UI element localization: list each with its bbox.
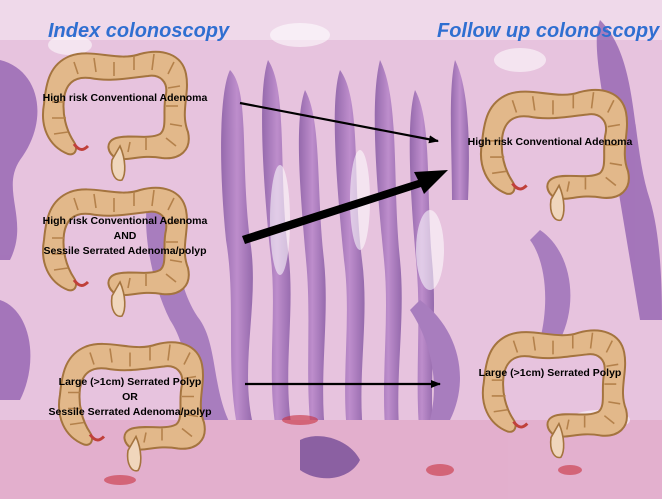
arrow-hra-to-hra — [240, 103, 438, 141]
follow-up-finding-1: High risk Conventional Adenoma — [440, 135, 660, 150]
arrow-combined-to-hra — [242, 170, 448, 244]
index-finding-3-line-3: Sessile Serrated Adenoma/polyp — [15, 405, 245, 420]
index-finding-2: High risk Conventional Adenoma AND Sessi… — [10, 214, 240, 259]
follow-up-colonoscopy-heading: Follow up colonoscopy — [437, 20, 659, 43]
follow-up-finding-2-line-1: Large (>1cm) Serrated Polyp — [440, 366, 660, 381]
index-finding-2-line-2: AND — [10, 229, 240, 244]
index-finding-3-line-2: OR — [15, 390, 245, 405]
index-finding-2-line-3: Sessile Serrated Adenoma/polyp — [10, 244, 240, 259]
index-finding-3-line-1: Large (>1cm) Serrated Polyp — [15, 375, 245, 390]
follow-up-finding-1-line-1: High risk Conventional Adenoma — [440, 135, 660, 150]
follow-up-finding-2: Large (>1cm) Serrated Polyp — [440, 366, 660, 381]
index-finding-2-line-1: High risk Conventional Adenoma — [10, 214, 240, 229]
index-finding-1: High risk Conventional Adenoma — [10, 91, 240, 106]
index-finding-3: Large (>1cm) Serrated Polyp OR Sessile S… — [15, 375, 245, 420]
index-finding-1-line-1: High risk Conventional Adenoma — [10, 91, 240, 106]
index-colonoscopy-heading: Index colonoscopy — [48, 20, 229, 43]
